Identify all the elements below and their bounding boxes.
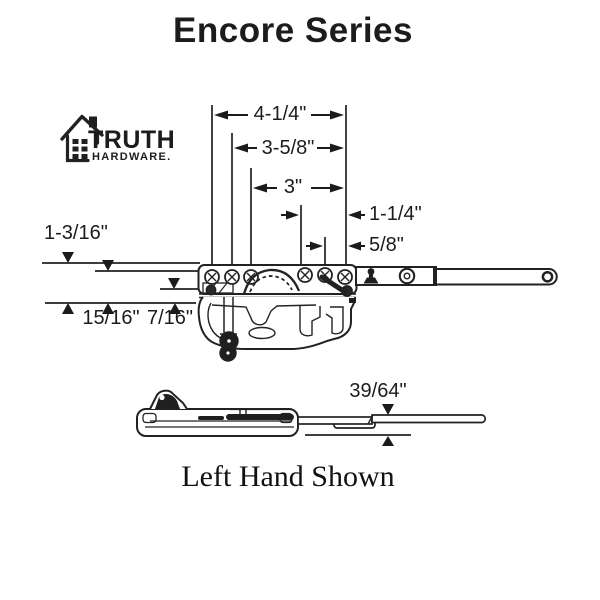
link-arm-pivot xyxy=(319,274,348,295)
dim-label-7-16: 7/16" xyxy=(146,307,194,329)
dimension-extension-lines xyxy=(211,105,347,265)
dim-label-4-1-4: 4-1/4" xyxy=(253,103,307,125)
dim-label-3: 3" xyxy=(283,176,303,198)
house-icon xyxy=(60,114,104,163)
dimension-triangle-icons xyxy=(382,404,394,446)
screw-icons xyxy=(204,267,353,297)
dim-label-1-3-16: 1-3/16" xyxy=(44,222,108,244)
caption-left-hand-shown: Left Hand Shown xyxy=(181,460,395,493)
page-title: Encore Series xyxy=(173,11,413,50)
dim-label-15-16: 15/16" xyxy=(82,307,140,329)
dim-label-1-1-4: 1-1/4" xyxy=(369,203,422,225)
operator-top-view xyxy=(197,264,558,362)
brand-name: TRUTH xyxy=(88,126,176,154)
arm-end-hole xyxy=(541,270,554,283)
dim-label-3-5-8: 3-5/8" xyxy=(261,137,315,159)
dimension-triangle-icons xyxy=(62,252,181,314)
pivot-roller xyxy=(219,331,239,362)
operator-side-view xyxy=(136,389,486,446)
dim-label-5-8: 5/8" xyxy=(369,234,404,256)
dim-label-39-64: 39/64" xyxy=(349,380,407,402)
operator-arm xyxy=(355,266,558,286)
dimension-arrows-top xyxy=(214,110,365,251)
brand-subtitle: HARDWARE. xyxy=(92,151,172,163)
gear-sector xyxy=(242,268,301,295)
track-arm xyxy=(371,414,486,424)
height-reference-lines xyxy=(42,252,200,314)
mounting-stud-icon xyxy=(363,268,379,284)
